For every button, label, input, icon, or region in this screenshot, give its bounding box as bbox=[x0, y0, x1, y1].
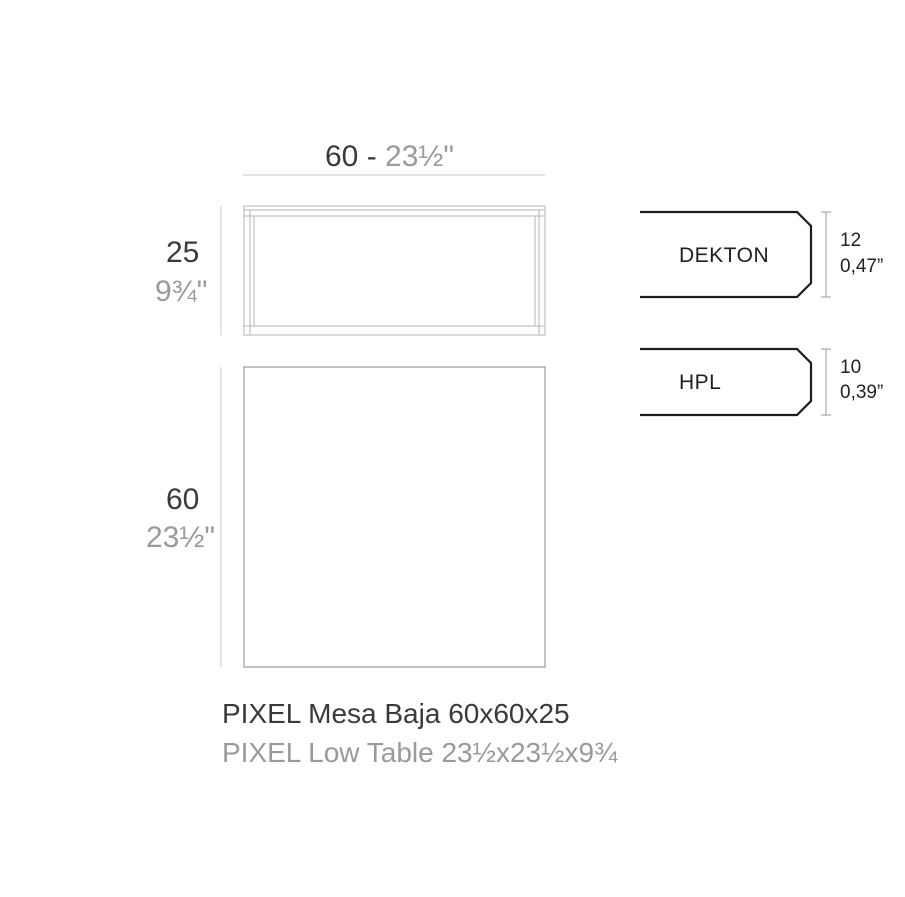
depth-cm: 60 bbox=[166, 483, 200, 516]
width-dimension-label: 60 - 23½" bbox=[325, 142, 454, 172]
caption-english: PIXEL Low Table 23½x23½x9¾ bbox=[222, 737, 618, 768]
width-separator: - bbox=[358, 140, 386, 173]
profile-hpl-thickness-in: 0,39” bbox=[840, 382, 884, 403]
profile-hpl-outline bbox=[640, 347, 813, 417]
profile-hpl-thickness-mm: 10 bbox=[840, 357, 862, 378]
depth-inches: 23½" bbox=[146, 521, 216, 554]
caption-spanish: PIXEL Mesa Baja 60x60x25 bbox=[222, 698, 570, 729]
profile-dekton-thickness-bracket bbox=[821, 211, 831, 298]
profile-dekton-name: DEKTON bbox=[679, 244, 770, 267]
profile-dekton-thickness-mm: 12 bbox=[840, 230, 862, 251]
width-inches: 23½" bbox=[385, 140, 455, 173]
height-cm: 25 bbox=[166, 236, 200, 269]
height-inches: 9¾" bbox=[155, 275, 208, 308]
profile-hpl-name: HPL bbox=[679, 371, 722, 394]
plan-view bbox=[243, 366, 546, 668]
profile-dekton-outline bbox=[640, 210, 813, 299]
side-elevation bbox=[243, 205, 546, 336]
profile-hpl-thickness-bracket bbox=[821, 348, 831, 416]
width-cm: 60 bbox=[325, 140, 359, 173]
profile-dekton-thickness-in: 0,47” bbox=[840, 256, 884, 277]
